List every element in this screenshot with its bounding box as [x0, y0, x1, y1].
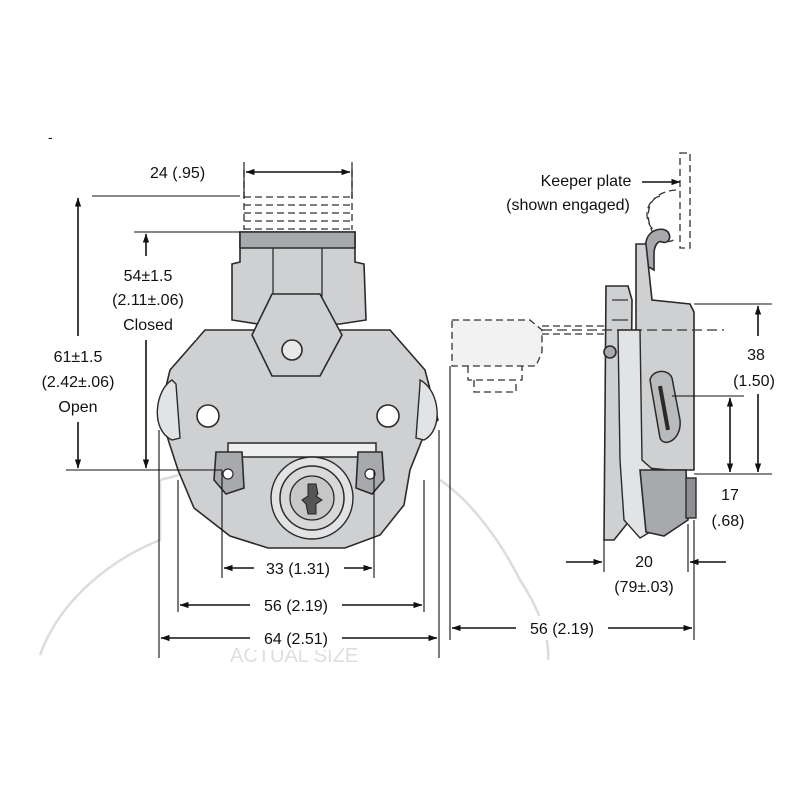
right-mount-ear	[415, 378, 438, 441]
right-mount-hole	[376, 404, 400, 428]
side-bottom-block	[639, 469, 689, 537]
dim-open-label: Open	[58, 399, 97, 416]
side-view: Keeper plate (shown engaged) 38 (1.50) 1…	[449, 152, 788, 640]
left-mount-ear	[156, 379, 181, 441]
side-cylinder	[685, 477, 697, 519]
keyway-icon	[301, 483, 323, 515]
keeper-label-1: Keeper plate	[541, 173, 632, 190]
dim-mount-width-label: 56 (2.19)	[264, 598, 328, 615]
dim-top-width-label: 24 (.95)	[150, 165, 205, 182]
dim-depth-value: 20	[635, 554, 653, 571]
keeper-label-2: (shown engaged)	[506, 197, 630, 214]
page-mark: -	[48, 129, 53, 145]
dim-closed-label: Closed	[123, 317, 173, 334]
dim-height-value: 38	[747, 347, 765, 364]
watermark-text: ACTUAL SIZE	[230, 645, 358, 667]
catch-bar	[227, 442, 377, 458]
lever-open-ghost	[451, 319, 608, 393]
dim-lower-inch: (.68)	[712, 513, 745, 530]
dim-lower-value: 17	[721, 487, 739, 504]
dim-reach-label: 56 (2.19)	[530, 621, 594, 638]
dim-closed-inch: (2.11±.06)	[112, 292, 184, 309]
open-position-ghost	[243, 170, 353, 230]
dim-depth-inch: (79±.03)	[614, 579, 673, 596]
lever-body	[231, 231, 367, 325]
dim-height-inch: (1.50)	[733, 373, 775, 390]
left-mount-hole	[196, 404, 220, 428]
dim-overall-width-label: 64 (2.51)	[264, 631, 328, 648]
dim-open-inch: (2.42±.06)	[42, 374, 115, 391]
pivot-pin	[281, 339, 303, 361]
front-view: 24 (.95) 54±1.5 (2.11±.06) Closed 61±1.5…	[34, 162, 440, 658]
lever-ridge	[239, 231, 356, 249]
dim-open-value: 61±1.5	[54, 349, 103, 366]
dim-closed-value: 54±1.5	[124, 268, 173, 285]
dim-lock-width-label: 33 (1.31)	[266, 561, 330, 578]
hex-pivot-nut	[251, 293, 343, 377]
